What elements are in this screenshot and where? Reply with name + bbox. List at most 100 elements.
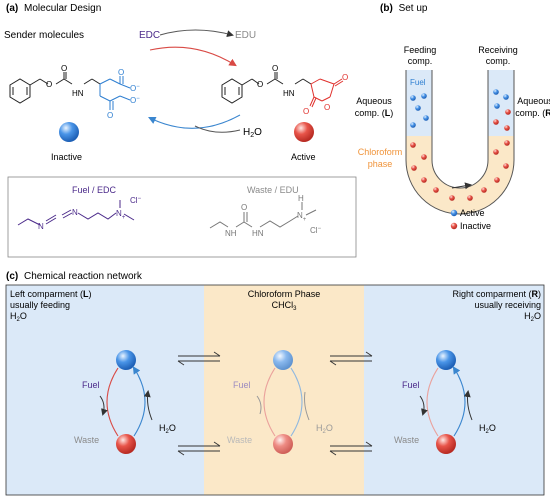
feeding-label-1: Feeding	[404, 45, 437, 55]
middle-water-label: H2O	[316, 423, 333, 435]
right-water-label: H2O	[479, 423, 496, 435]
edu-chloride: Cl−	[310, 226, 322, 235]
right-cycle: Fuel Waste H2O	[394, 350, 496, 454]
benzene-ring	[221, 78, 243, 104]
chloroform-line2: CHCl3	[272, 300, 298, 312]
edc-n3: N+	[116, 209, 126, 221]
right-aqueous-fill	[488, 70, 514, 136]
middle-cycle: Fuel Waste H2O	[227, 350, 333, 454]
middle-fuel-arrow	[256, 395, 262, 415]
eq-active-left-middle	[177, 351, 221, 366]
legend-active-label: Active	[460, 208, 485, 218]
eq-active-middle-right	[329, 351, 373, 366]
eq-inactive-middle-right	[329, 441, 373, 456]
anhydride-o1: O	[342, 73, 348, 82]
amide-nh: HN	[72, 89, 84, 98]
left-inactive-sphere	[116, 434, 136, 454]
aq-left-2: comp. (L)	[355, 108, 394, 118]
edu-n3: N+	[297, 211, 307, 223]
fuel-label-b: Fuel	[410, 78, 426, 87]
edc-chloride: Cl−	[130, 196, 142, 205]
right-fuel-path	[426, 367, 439, 437]
deactivation-arrow	[148, 114, 241, 129]
panel-a-heading: (a) Molecular Design	[6, 3, 101, 14]
panel-c-heading: (c) Chemical reaction network	[6, 271, 143, 282]
left-active-sphere	[116, 350, 136, 370]
left-hydrolysis-path	[132, 366, 146, 437]
legend-inactive-dot	[450, 222, 458, 230]
legend-active-dot	[450, 209, 458, 217]
carboxylate-o2: O	[107, 111, 113, 120]
left-waste-label: Waste	[74, 435, 99, 445]
inactive-sphere	[59, 122, 79, 142]
carboxylate-o2-minus: O−	[130, 96, 140, 105]
right-hydrolysis-path	[452, 366, 466, 437]
left-fuel-path	[106, 367, 119, 437]
inactive-label: Inactive	[51, 152, 82, 162]
aq-right-1: Aqueous	[517, 96, 550, 106]
anhydride-o2: O	[303, 107, 309, 116]
legend-inactive-label: Inactive	[460, 221, 491, 231]
middle-fuel-path	[263, 367, 276, 437]
anhydride-ring-o: O	[324, 103, 330, 112]
right-aqueous-particles	[493, 89, 511, 131]
middle-water-arrow	[304, 391, 310, 421]
activation-arrow	[149, 46, 237, 67]
right-comp-h2o: H2O	[524, 311, 541, 323]
transfer-arrow	[451, 182, 472, 190]
carbonyl-oxygen-active: O	[272, 64, 278, 73]
left-water-arrow	[143, 390, 153, 421]
edc-label: EDC	[139, 30, 160, 41]
edu-nh2: HN	[252, 229, 264, 238]
right-fuel-arrow	[419, 395, 428, 416]
water-arrow	[194, 125, 241, 133]
active-sphere	[294, 122, 314, 142]
edc-n2: N	[72, 208, 78, 217]
chloroform-line1: Chloroform Phase	[248, 289, 321, 299]
eq-inactive-left-middle	[177, 441, 221, 456]
edc-structure	[17, 200, 135, 226]
active-structure	[221, 72, 344, 108]
middle-hydrolysis-path	[290, 367, 303, 437]
carbonyl-oxygen: O	[61, 64, 67, 73]
panel-b: (b) Set up Feeding comp. Receiving comp.…	[355, 3, 550, 231]
panel-c-frame	[5, 284, 545, 496]
right-fuel-label: Fuel	[402, 380, 420, 390]
chloroform-label-2: phase	[368, 159, 393, 169]
edu-structure	[209, 202, 317, 229]
right-comp-line1: Right comparment (R)	[452, 289, 541, 299]
ester-oxygen: O	[46, 80, 52, 89]
amide-nh-active: HN	[283, 89, 295, 98]
middle-active-sphere	[273, 350, 293, 370]
fuel-edc-title: Fuel / EDC	[72, 185, 117, 195]
panel-b-heading: (b) Set up	[380, 3, 428, 14]
panel-c: (c) Chemical reaction network Left compa…	[5, 271, 545, 496]
right-water-arrow	[463, 390, 473, 421]
aq-right-2: comp. (R)	[515, 108, 550, 118]
left-compartment-bg	[6, 285, 204, 495]
feeding-label-2: comp.	[408, 56, 433, 66]
left-fuel-arrow	[99, 395, 108, 416]
left-cycle: Fuel Waste H2O	[74, 350, 176, 454]
carboxylate-o1-minus: O−	[130, 84, 140, 93]
left-comp-line2: usually feeding	[10, 300, 70, 310]
aq-left-1: Aqueous	[356, 96, 392, 106]
left-comp-line1: Left comparment (L)	[10, 289, 92, 299]
u-tube-inner	[431, 70, 489, 189]
chloroform-particles	[410, 140, 510, 201]
panel-a: (a) Molecular Design Sender molecules ED…	[4, 3, 357, 258]
right-waste-label: Waste	[394, 435, 419, 445]
active-label: Active	[291, 152, 316, 162]
chloroform-label-1: Chloroform	[358, 147, 403, 157]
edc-to-edu-arrow	[159, 29, 234, 38]
chloroform-fill	[406, 70, 514, 214]
equilibrium-arrows	[177, 351, 373, 456]
benzene-ring	[9, 78, 31, 104]
edc-n1: N	[38, 222, 44, 231]
receiving-label-1: Receiving	[478, 45, 518, 55]
right-active-sphere	[436, 350, 456, 370]
chloroform-compartment-bg	[204, 285, 364, 495]
left-comp-h2o: H2O	[10, 311, 27, 323]
right-compartment-bg	[364, 285, 544, 495]
middle-inactive-sphere	[273, 434, 293, 454]
